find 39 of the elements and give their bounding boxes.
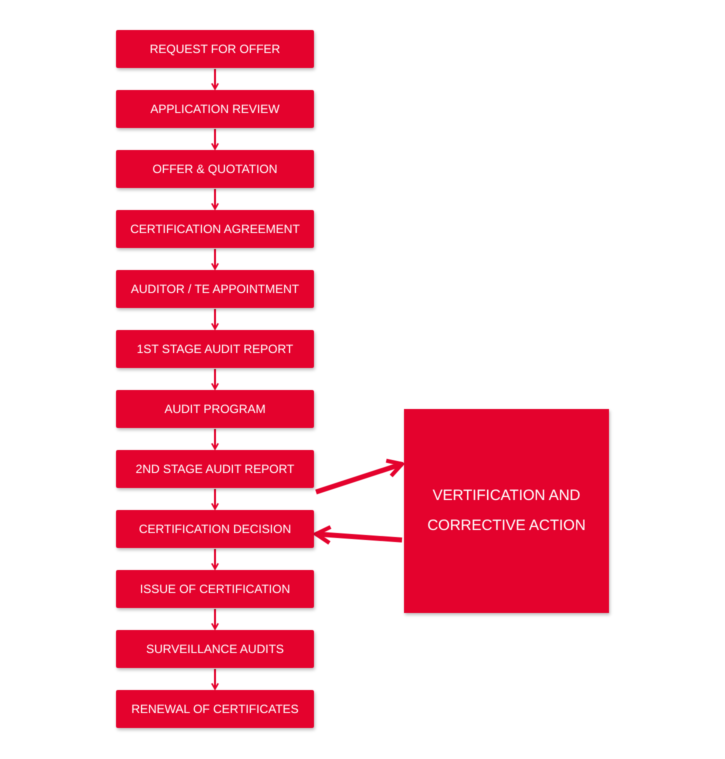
arrow xyxy=(314,525,402,545)
arrow xyxy=(211,609,219,630)
box-label: VERTIFICATION AND CORRECTIVE ACTION xyxy=(426,486,587,536)
process-box xyxy=(116,210,314,248)
box-label: OFFER & QUOTATION xyxy=(152,162,278,176)
process-box xyxy=(404,409,609,613)
process-box xyxy=(116,690,314,728)
process-box xyxy=(116,90,314,128)
box-label: AUDIT PROGRAM xyxy=(164,402,266,416)
box-label: RENEWAL OF CERTIFICATES xyxy=(131,702,299,716)
box-label: AUDITOR / TE APPOINTMENT xyxy=(130,282,300,296)
arrow xyxy=(211,429,219,450)
box-label: SURVEILLANCE AUDITS xyxy=(146,642,284,656)
arrow xyxy=(211,369,219,390)
process-box xyxy=(116,390,314,428)
process-box xyxy=(116,270,314,308)
arrow xyxy=(211,249,219,270)
arrow xyxy=(211,549,219,570)
process-box xyxy=(116,450,314,488)
box-label: 2ND STAGE AUDIT REPORT xyxy=(136,462,294,476)
process-box xyxy=(116,150,314,188)
arrow xyxy=(211,309,219,330)
box-label: CERTIFICATION AGREEMENT xyxy=(130,222,300,236)
arrow xyxy=(211,69,219,90)
box-label: APPLICATION REVIEW xyxy=(150,102,280,116)
process-box xyxy=(116,630,314,668)
box-label: CERTIFICATION DECISION xyxy=(138,522,292,536)
process-box xyxy=(116,30,314,68)
arrow xyxy=(211,669,219,690)
box-label: 1ST STAGE AUDIT REPORT xyxy=(136,342,294,356)
arrow xyxy=(315,458,404,494)
process-box xyxy=(116,330,314,368)
arrow xyxy=(211,489,219,510)
box-label: REQUEST FOR OFFER xyxy=(150,42,280,56)
process-box xyxy=(116,510,314,548)
arrow xyxy=(211,129,219,150)
box-label: ISSUE OF CERTIFICATION xyxy=(140,582,290,596)
arrow xyxy=(211,189,219,210)
process-box xyxy=(116,570,314,608)
